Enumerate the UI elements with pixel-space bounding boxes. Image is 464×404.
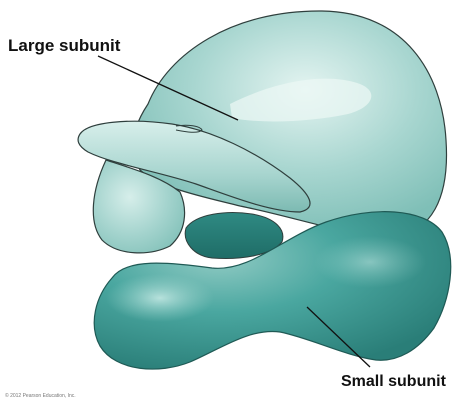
large-subunit-label: Large subunit xyxy=(8,36,120,56)
small-subunit-highlight xyxy=(106,274,214,322)
small-subunit-highlight-right xyxy=(314,236,426,288)
copyright-text: © 2012 Pearson Education, Inc. xyxy=(5,393,76,399)
small-subunit-label: Small subunit xyxy=(341,373,446,391)
